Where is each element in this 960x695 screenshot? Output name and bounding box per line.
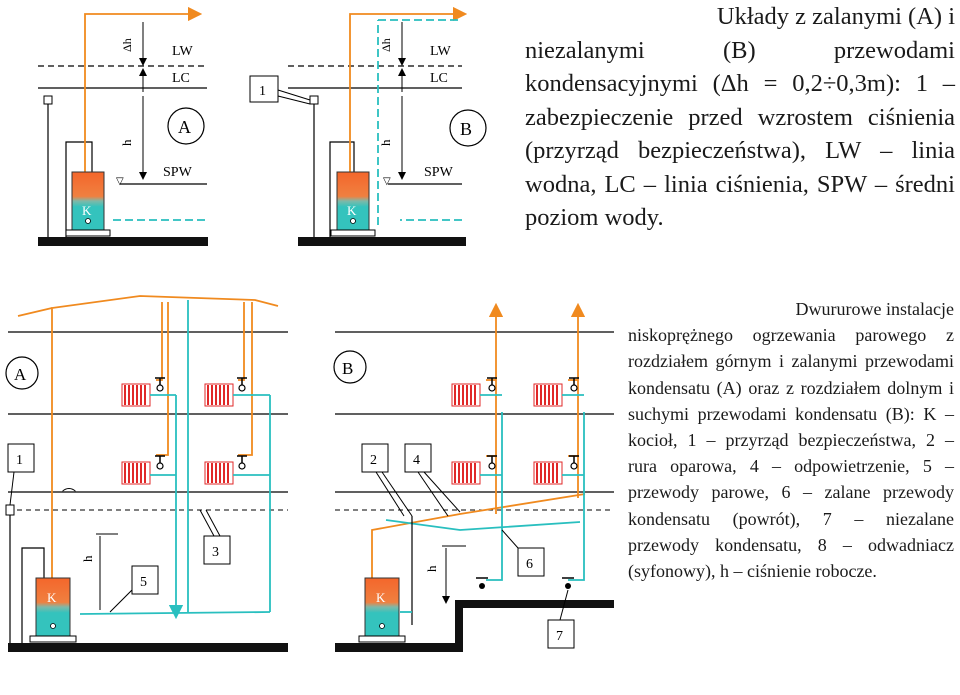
boiler-label-top-a: K [82,203,92,218]
steam-pipe-top-b [349,6,468,172]
svg-text:2: 2 [370,453,377,468]
svg-text:4: 4 [413,453,420,468]
svg-text:5: 5 [140,575,147,590]
svg-text:3: 3 [212,545,219,560]
callout-6 [517,547,545,577]
svg-text:1: 1 [259,84,266,99]
label-lc-b: LC [430,71,448,86]
callout-5 [131,565,159,595]
label-a-bottom: A [14,365,27,384]
callout-1-bottom [7,443,35,473]
diagram-bottom-a: A ⌒ h 1 [5,295,288,652]
callout-2 [361,443,389,473]
label-lw-b: LW [430,44,452,59]
callout-4 [404,443,432,473]
condensate-pipe-b [385,519,581,531]
label-spw-b: SPW [424,165,454,180]
svg-text:7: 7 [556,629,563,644]
label-h-a: h [119,139,134,146]
svg-text:6: 6 [526,557,533,572]
caption-top-title: Układy z zalanymi (A) i [716,3,955,30]
caption-bottom: Dwururowe instalacje niskoprężnego ogrze… [628,296,954,584]
radiator-a-1 [121,383,151,407]
label-a-circle-top [167,107,205,145]
safety-device-a [43,95,53,105]
diagram-bottom-b: B h 2 [333,302,614,652]
steam-main-a [51,295,279,580]
label-b-top: B [460,119,472,139]
condensate-return-a [79,611,271,615]
floor-top-b [298,237,466,246]
radiator-a-3 [121,461,151,485]
diagram-top-a: LW LC SPW ▽ Δh h A K [38,6,208,246]
label-h-bottom-b: h [424,565,439,572]
label-dh-b: Δh [379,38,393,52]
label-a-top: A [178,117,191,137]
radiator-b-1 [451,383,481,407]
svg-text:1: 1 [16,453,23,468]
caption-bottom-body: niskoprężnego ogrzewania parowego z rozd… [628,325,954,582]
label-spw-marker-a: ▽ [116,176,124,187]
label-h-bottom-a: h [80,555,95,562]
safety-device-b [309,95,319,105]
label-b-bottom: B [342,359,353,378]
radiator-a-4 [204,461,234,485]
svg-text:⌒: ⌒ [62,488,76,504]
radiator-b-2 [533,383,563,407]
label-lc-a: LC [172,71,190,86]
steam-pipe-top-a [84,6,203,172]
svg-text:▽: ▽ [383,176,391,187]
radiator-b-4 [533,461,563,485]
floor-bottom-a [8,643,288,652]
steam-main-b [371,493,586,578]
floor-bottom-b [335,600,614,652]
label-dh-a: Δh [120,38,134,52]
label-lw-a: LW [172,44,194,59]
label-spw-a: SPW [163,165,193,180]
radiator-b-3 [451,461,481,485]
floor-top-a [38,237,208,246]
boiler-label-bottom-a: K [47,590,57,605]
callout-1-top [249,75,279,103]
boiler-label-top-b: K [347,203,357,218]
label-h-b: h [378,139,393,146]
callout-3 [203,535,231,565]
caption-top-body: niezalanymi (B) przewodami kondensacyjny… [525,36,955,232]
radiator-a-2 [204,383,234,407]
caption-top: Układy z zalanymi (A) i niezalanymi (B) … [525,0,955,235]
diagram-top-b: LW LC SPW ▽ Δh h B 1 K [249,6,487,246]
boiler-label-bottom-b: K [376,590,386,605]
callout-7 [547,619,575,649]
caption-bottom-title: Dwururowe instalacje [795,299,954,319]
